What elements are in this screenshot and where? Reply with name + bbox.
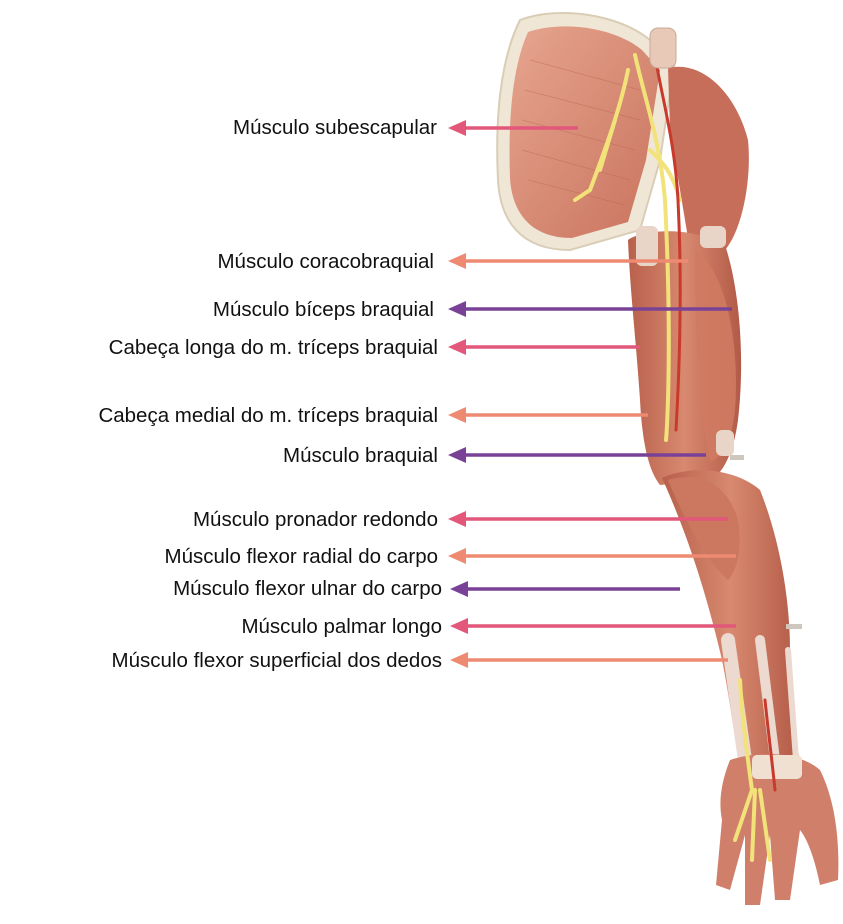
label-text: Músculo bíceps braquial xyxy=(213,298,434,321)
label-coracobraquial: Músculo coracobraquial xyxy=(217,250,688,273)
label-text: Músculo flexor radial do carpo xyxy=(165,545,438,568)
arrowhead-icon xyxy=(448,548,466,564)
arrowhead-icon xyxy=(450,581,468,597)
arrowhead-icon xyxy=(450,618,468,634)
arrowhead-icon xyxy=(448,253,466,269)
label-palmar: Músculo palmar longo xyxy=(241,615,736,638)
label-text: Cabeça medial do m. tríceps braquial xyxy=(98,404,438,427)
arrowhead-icon xyxy=(448,407,466,423)
label-text: Músculo flexor ulnar do carpo xyxy=(173,577,442,600)
label-text: Cabeça longa do m. tríceps braquial xyxy=(109,336,438,359)
label-text: Músculo braquial xyxy=(283,444,438,467)
label-triceps-medial: Cabeça medial do m. tríceps braquial xyxy=(98,404,648,427)
label-text: Músculo subescapular xyxy=(233,116,437,139)
label-triceps-longa: Cabeça longa do m. tríceps braquial xyxy=(109,336,640,359)
label-braquial: Músculo braquial xyxy=(283,444,706,467)
label-flexor-superficial: Músculo flexor superficial dos dedos xyxy=(112,649,728,672)
arrowhead-icon xyxy=(448,120,466,136)
arm-model-illustration xyxy=(497,13,838,905)
label-flexor-radial: Músculo flexor radial do carpo xyxy=(165,545,736,568)
arrowhead-icon xyxy=(448,511,466,527)
label-text: Músculo pronador redondo xyxy=(193,508,438,531)
label-text: Músculo palmar longo xyxy=(241,615,442,638)
arrowhead-icon xyxy=(448,339,466,355)
label-text: Músculo flexor superficial dos dedos xyxy=(112,649,442,672)
arrowhead-icon xyxy=(450,652,468,668)
label-flexor-ulnar: Músculo flexor ulnar do carpo xyxy=(173,577,680,600)
label-text: Músculo coracobraquial xyxy=(217,250,434,273)
arrowhead-icon xyxy=(448,301,466,317)
label-pronador: Músculo pronador redondo xyxy=(193,508,728,531)
arrowhead-icon xyxy=(448,447,466,463)
